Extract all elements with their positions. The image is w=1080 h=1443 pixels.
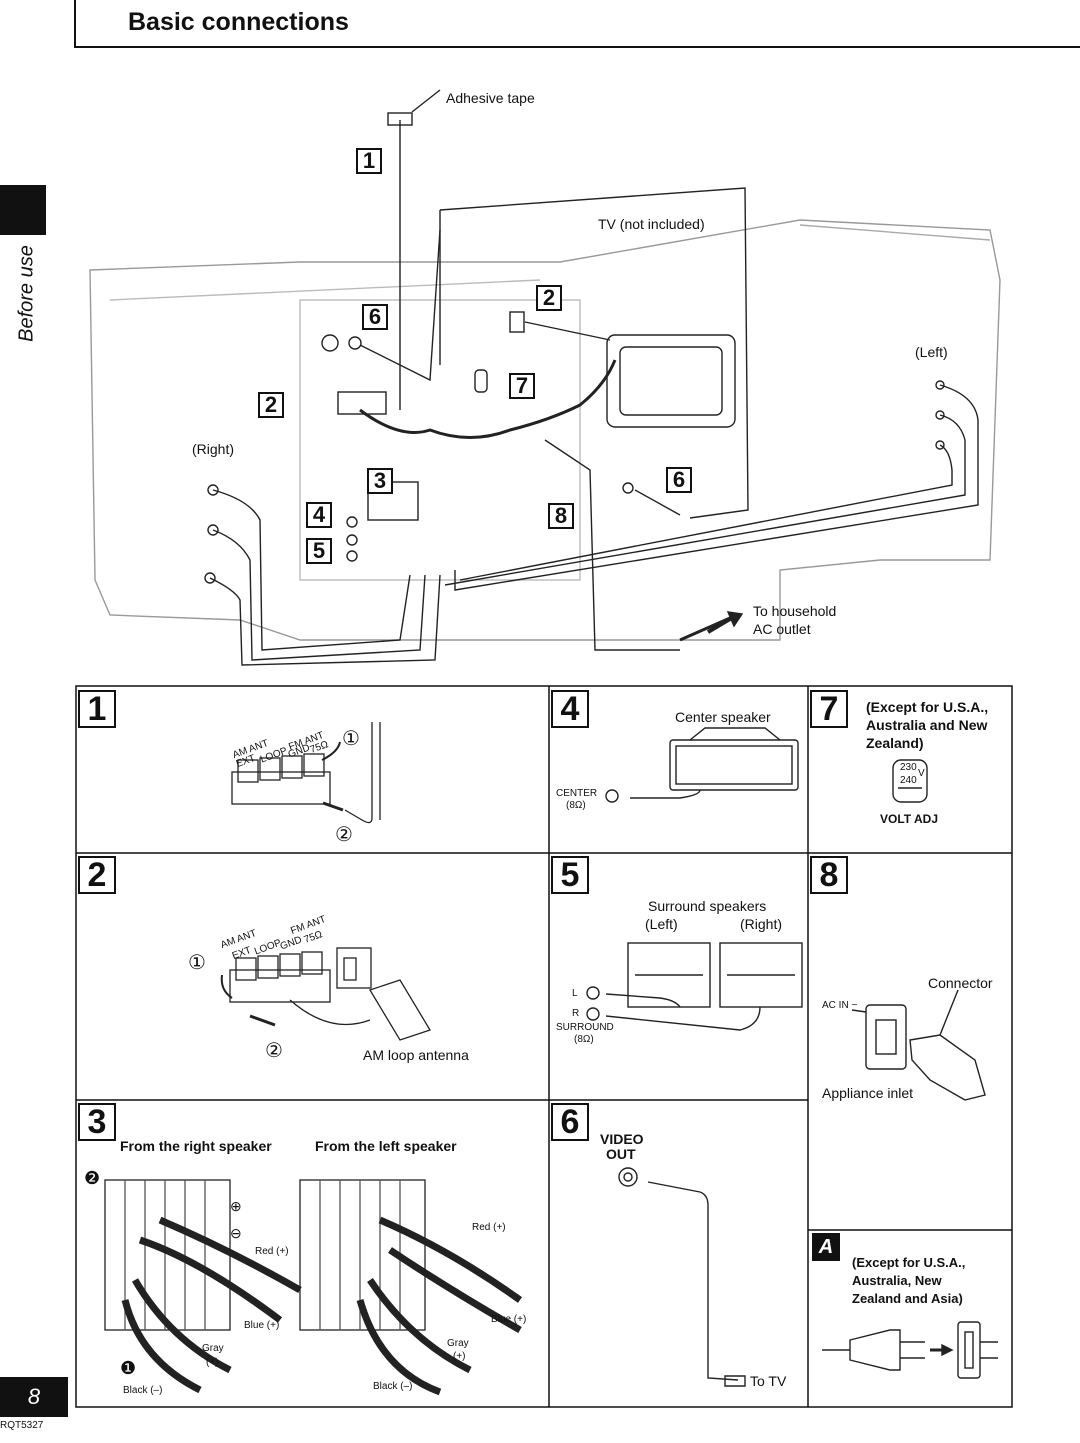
panel-6-step: 6 [551,1103,589,1141]
panel-8-step: 8 [810,856,848,894]
adhesive-tape-label: Adhesive tape [446,90,535,106]
header-rule-horizontal [74,46,1080,48]
am-loop-antenna-label: AM loop antenna [363,1047,469,1063]
callout-8: 8 [548,503,574,529]
panel-1-step: 1 [78,690,116,728]
volt-240: 240 [900,775,917,786]
right-black-label: Black (–) [123,1385,163,1396]
panel-3-step: 3 [78,1103,116,1141]
volt-230: 230 [900,762,917,773]
center-speaker-label: Center speaker [675,709,771,725]
left-speaker-label: (Left) [915,344,948,360]
volt-adj-label: VOLT ADJ [880,812,939,826]
page-title: Basic connections [128,8,349,36]
minus-symbol: ⊖ [230,1225,242,1241]
panel-2-circle-1: ① [188,952,206,974]
callout-7: 7 [509,373,535,399]
left-gray-plus-label: (+) [453,1351,466,1362]
section-tab-marker [0,185,46,235]
panel-2-ext: EXT [230,945,253,962]
callout-6-fm: 6 [362,304,388,330]
surround-speakers-label: Surround speakers [648,898,767,914]
left-red-label: Red (+) [472,1222,506,1233]
panel-a-step: A [812,1233,840,1261]
panel-4-step: 4 [551,690,589,728]
document-code: RQT5327 [0,1420,44,1431]
plus-symbol: ⊕ [230,1198,242,1214]
callout-5: 5 [306,538,332,564]
panel-1-circle-1: ① [342,728,360,750]
surround-right-label: (Right) [740,916,783,932]
panel-2-loop: LOOP [252,937,283,958]
callout-1: 1 [356,148,382,174]
left-blue-label: Blue (+) [491,1314,527,1325]
panel-7-note: (Except for U.S.A., Australia and New Ze… [866,699,989,751]
household-outlet-label: To household AC outlet [753,603,837,637]
surround-jack-ohm: (8Ω) [574,1034,594,1045]
right-red-label: Red (+) [255,1246,289,1257]
to-tv-label: To TV [750,1373,787,1389]
appliance-inlet-label: Appliance inlet [822,1085,914,1101]
panel-a-note: (Except for U.S.A., Australia, New Zeala… [852,1255,966,1306]
panel-2-step: 2 [78,856,116,894]
out-label: OUT [606,1146,636,1162]
surround-left-label: (Left) [645,916,678,932]
volt-v: V [918,768,925,779]
panel-2-circle-2: ② [265,1040,283,1062]
left-gray-label: Gray [447,1338,469,1349]
tv-label: TV (not included) [598,216,705,232]
callout-2-tv: 2 [536,285,562,311]
right-gray-plus-label: (+) [206,1357,219,1368]
callout-3: 3 [367,468,393,494]
right-speaker-label: (Right) [192,441,235,457]
panel-5-step: 5 [551,856,589,894]
panel-1-circle-2: ② [335,824,353,846]
header-rule-vertical [74,0,76,48]
from-right-speaker-label: From the right speaker [120,1138,272,1154]
right-gray-label: Gray [202,1343,224,1354]
page-number: 8 [0,1377,68,1417]
overview-illustration [89,89,1001,666]
video-label: VIDEO [600,1131,644,1147]
step-marker-1: ❶ [120,1358,137,1378]
surround-r-jack: R [572,1008,580,1019]
callout-6-video: 6 [666,467,692,493]
ac-in-label: AC IN ~ [822,1000,858,1011]
center-jack-ohm: (8Ω) [566,800,586,811]
step-marker-2: ❷ [84,1168,101,1188]
center-jack-label: CENTER [556,788,598,799]
from-left-speaker-label: From the left speaker [315,1138,457,1154]
callout-2-terminal: 2 [258,392,284,418]
left-black-label: Black (–) [373,1381,413,1392]
panel-7-step: 7 [810,690,848,728]
surround-jack-label: SURROUND [556,1022,614,1033]
surround-l-jack: L [572,988,578,999]
callout-4: 4 [306,502,332,528]
connector-label: Connector [928,975,993,991]
panel-2-gnd: GND [278,934,304,953]
right-blue-label: Blue (+) [244,1320,280,1331]
